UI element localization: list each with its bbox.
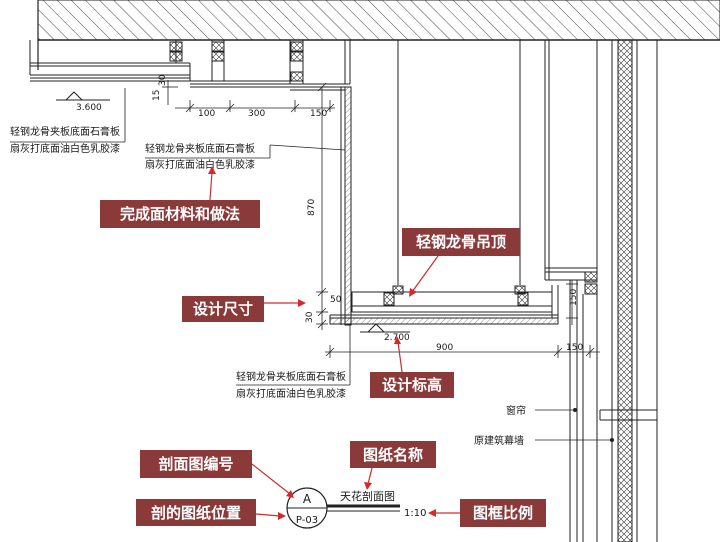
callout-drawing-name: 图纸名称: [350, 441, 436, 468]
elevation-marker-3600: [56, 91, 110, 101]
left-ceiling-strip: [29, 40, 191, 82]
note-curtain: 窗帘: [506, 404, 526, 417]
sheet-reference: P-03: [296, 515, 318, 526]
callout-elevation: 设计标高: [370, 372, 454, 398]
curtain-box: [544, 40, 598, 542]
note-top-left-2: 扇灰打底面油白色乳胶漆: [10, 142, 120, 155]
arrow-ceiling-head: [409, 288, 417, 297]
note-mid-1: 轻钢龙骨夹板底面石膏板: [145, 142, 255, 155]
callout-section-no-text: 剖面图编号: [158, 455, 233, 473]
arrow-elevation: [397, 341, 403, 373]
upper-soffit: [190, 40, 351, 91]
note-top-left-1: 轻钢龙骨夹板底面石膏板: [10, 125, 120, 138]
dim-h30-top: 30: [158, 74, 168, 86]
arrow-section-no-head: [286, 490, 294, 498]
dim-h150-right: 150: [569, 289, 579, 306]
leader-lines: [10, 88, 612, 441]
arrow-sheet-position: [255, 513, 281, 517]
drawing-scale: 1:10: [404, 508, 426, 519]
callout-ceiling: 轻钢龙骨吊顶: [402, 228, 520, 256]
dim-w300: 300: [248, 109, 265, 119]
vertical-drop-wall: [340, 86, 352, 326]
callout-elevation-text: 设计标高: [382, 376, 442, 394]
arrow-section-no: [251, 463, 291, 495]
note-wall: 原建筑幕墙: [474, 434, 524, 447]
lower-ceiling: [329, 285, 559, 325]
arrow-scale-head: [428, 509, 436, 517]
concrete-slab: [37, 0, 720, 70]
dim-w150-top: 150: [310, 109, 327, 119]
callout-drawing-name-text: 图纸名称: [363, 446, 423, 464]
callout-sheet-position-text: 剖的图纸位置: [151, 504, 241, 522]
arrow-drawing-name: [367, 467, 373, 485]
elevation-marker-2700: [360, 323, 410, 333]
callout-ceiling-text: 轻钢龙骨吊顶: [416, 233, 506, 251]
callout-finish: 完成面材料和做法: [100, 200, 260, 228]
arrow-finish-head: [208, 166, 216, 174]
dim-w100: 100: [198, 109, 215, 119]
dimension-lines: [162, 80, 600, 358]
arrow-ceiling: [411, 255, 439, 293]
dim-h50: 50: [330, 295, 342, 305]
arrow-finish: [209, 171, 213, 201]
note-mid-2: 扇灰打底面油白色乳胶漆: [145, 158, 255, 171]
callout-section-no: 剖面图编号: [140, 450, 252, 478]
drawing-name: 天花剖面图: [340, 489, 395, 503]
dim-h15: 15: [152, 90, 162, 101]
callout-scale: 图框比例: [460, 499, 546, 527]
callout-dimension: 设计尺寸: [182, 296, 264, 322]
note-low-2: 扇灰打底面油白色乳胶漆: [236, 387, 346, 400]
section-number: A: [303, 492, 312, 506]
callout-sheet-position: 剖的图纸位置: [136, 499, 256, 526]
leader-dot-wall: [610, 438, 614, 442]
dim-w150-low: 150: [566, 343, 583, 353]
dim-level-3600: 3.600: [76, 103, 102, 113]
callout-scale-text: 图框比例: [473, 504, 533, 522]
callout-dimension-text: 设计尺寸: [193, 300, 253, 318]
arrow-sheet-position-head: [278, 512, 286, 520]
note-low-1: 轻钢龙骨夹板底面石膏板: [236, 370, 346, 383]
dim-h30-low: 30: [305, 311, 315, 323]
arrow-dimension-head: [298, 299, 306, 307]
section-title-block: A P-03 天花剖面图 1:10: [286, 487, 426, 529]
arrow-elevation-head: [394, 336, 401, 344]
building-curtain-wall: [599, 39, 658, 542]
callout-finish-text: 完成面材料和做法: [120, 205, 240, 223]
dim-w900: 900: [436, 343, 453, 353]
arrow-drawing-name-head: [364, 482, 372, 490]
leader-dot-curtain: [573, 408, 577, 412]
dim-h870: 870: [307, 199, 317, 216]
